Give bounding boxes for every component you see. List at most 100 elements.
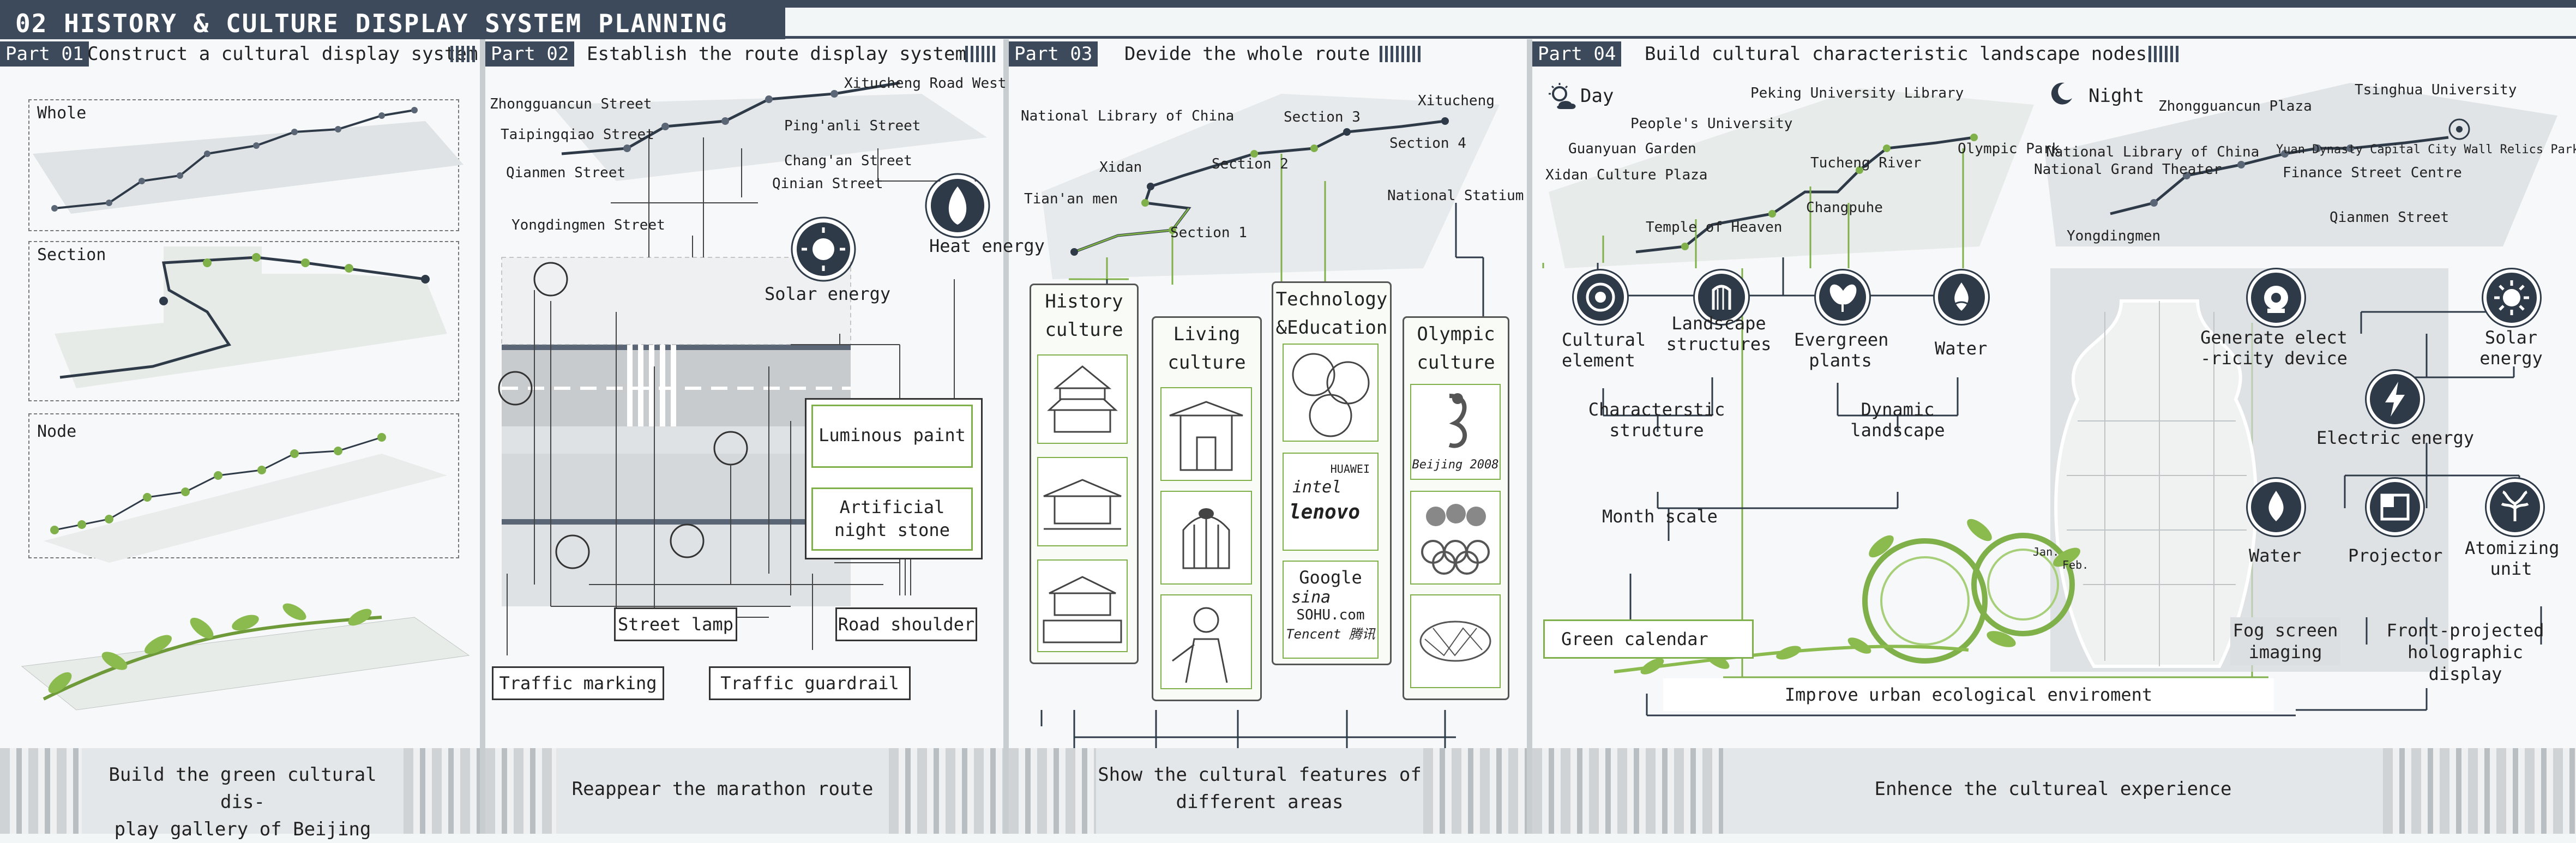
street-xitucheng: Xitucheng Road West [844,75,1007,92]
bottom-stripes-8 [2383,748,2576,834]
place-xidan: Xidan [1099,159,1142,176]
night-stone-box: Artificial night stone [811,487,973,551]
olympic-culture-title: Olympic culture [1417,323,1495,374]
part1-bottom-text: Build the green cultural dis- play galle… [109,764,377,840]
characteristic-structure-label: Characterstic structure [1588,399,1725,441]
birds-nest-thumb [1410,594,1501,688]
node-box [28,413,459,558]
place-yongdingmen-night: Yongdingmen [2067,228,2161,244]
part4-title: Build cultural characteristic landscape … [1645,43,2147,65]
place-zhongguancun-plaza: Zhongguancun Plaza [2158,98,2312,115]
section-label: Section [37,245,106,264]
fog-screen-label: Fog screen imaging [2232,620,2338,663]
part2-tag: Part 02 [485,41,575,67]
separator-3 [1527,39,1532,748]
place-tiananmen: Tian'an men [1024,191,1118,207]
landscape-structures-icon [1695,270,1748,324]
solar-energy-night-label: Solar energy [2479,327,2543,369]
technology-education-title: Technology &Education [1275,288,1388,339]
part3-title: Devide the whole route [1124,43,1370,65]
part3-diagram [1040,94,1500,748]
traffic-guardrail-box: Traffic guardrail [709,666,911,700]
water-drop-icon [1935,270,1988,324]
place-tucheng-river: Tucheng River [1810,155,1922,171]
night-label: Night [2089,85,2145,107]
place-qianmen-night: Qianmen Street [2330,209,2449,226]
sina-logo-text: sina [1291,588,1331,607]
place-tsinghua: Tsinghua University [2355,82,2517,98]
part1-route-diagrams [21,107,470,710]
moon-icon [2048,80,2075,107]
huawei-logo-text: HUAWEI [1330,462,1370,475]
place-grand-theater: National Grand Theater [2034,161,2222,178]
heat-energy-label: Heat energy [929,236,1045,256]
street-lamp-box: Street lamp [614,607,737,641]
part2-diagram [498,81,990,655]
solar-energy-icon [2483,269,2540,326]
section-box [28,241,459,401]
opera-figure-thumb [1160,594,1252,689]
bottom-stripes-7 [1532,748,1723,834]
history-culture-title: History culture [1045,291,1123,341]
bottom-stripes-2 [404,748,480,834]
place-national-library: National Library of China [1021,108,1235,124]
whole-label: Whole [37,104,87,123]
solar-energy-label: Solar energy [765,284,891,304]
part4-diagram [1542,83,2557,716]
generator-icon [2248,269,2304,326]
gate-tower-thumb [1037,559,1128,652]
evergreen-plants-label: Evergreen plants [1794,329,1889,371]
part3-stripes [1380,46,1423,62]
place-xidan-plaza: Xidan Culture Plaza [1545,167,1708,183]
part4-tag: Part 04 [1532,41,1622,67]
place-peking-university: Peking University Library [1750,85,1964,101]
bottom-stripes-1 [0,748,82,834]
sohu-logo-text: SOHU.com [1296,607,1365,623]
part4-bottom-text: Enhence the cultureal experience [1874,778,2232,800]
atomizing-unit-label: Atomizing unit [2465,538,2560,579]
water-label: Water [1935,338,1988,359]
street-changan: Chang'an Street [784,153,912,169]
bottom-separator-3 [1527,748,1532,834]
bottom-separator-1 [480,748,485,834]
atomizer-icon [2487,479,2543,535]
part4-stripes [2148,46,2181,62]
page-title: 02 HISTORY & CULTURE DISPLAY SYSTEM PLAN… [15,9,728,38]
place-olympic-park: Olympic Park [1958,141,2060,157]
bottom-separator-2 [1003,748,1009,834]
place-national-stadium: National Statium [1387,188,1524,204]
hutong-gate-thumb [1160,387,1252,481]
street-qianmen: Qianmen Street [506,165,626,181]
separator-1 [480,39,485,748]
bottom-stripes-4 [889,748,1003,834]
place-peoples-university: People's University [1630,116,1793,132]
section-4-label: Section 4 [1389,135,1466,152]
bottom-stripes-3 [485,748,556,834]
place-changpuhe: Changpuhe [1806,200,1883,216]
improve-environment-box: Improve urban ecological enviroment [1663,678,2274,711]
title-rule [785,36,2576,39]
tencent-logo-text: Tencent 腾讯 [1286,627,1375,642]
university-seals-thumb [1283,344,1379,442]
lightning-icon [2367,371,2423,427]
part3-bottom-text: Show the cultural features of different … [1098,764,1422,813]
place-temple-of-heaven: Temple of Heaven [1646,219,1783,236]
water-night-icon [2248,479,2304,535]
olympic-rings-thumb [1410,491,1501,585]
street-zhongguancun: Zhongguancun Street [490,96,652,112]
place-national-library-night: National Library of China [2046,144,2260,160]
place-finance-street: Finance Street Centre [2283,165,2462,181]
projector-label: Projector [2348,545,2443,566]
sun-icon [1548,82,1576,109]
fog-screen-box: Fog screen imaging [2230,617,2340,665]
luminous-paint-box: Luminous paint [811,405,973,468]
bottom-stripes-6 [1423,748,1527,834]
part2-bottom-text: Reappear the marathon route [571,778,874,800]
projector-icon [2367,479,2423,535]
node-label: Node [37,422,77,441]
lenovo-logo-text: lenovo [1289,501,1361,523]
google-logo-text: Google [1299,567,1362,588]
intel-logo-text: intel [1292,478,1342,497]
section-2-label: Section 2 [1212,156,1289,172]
part3-tag: Part 03 [1009,41,1098,67]
